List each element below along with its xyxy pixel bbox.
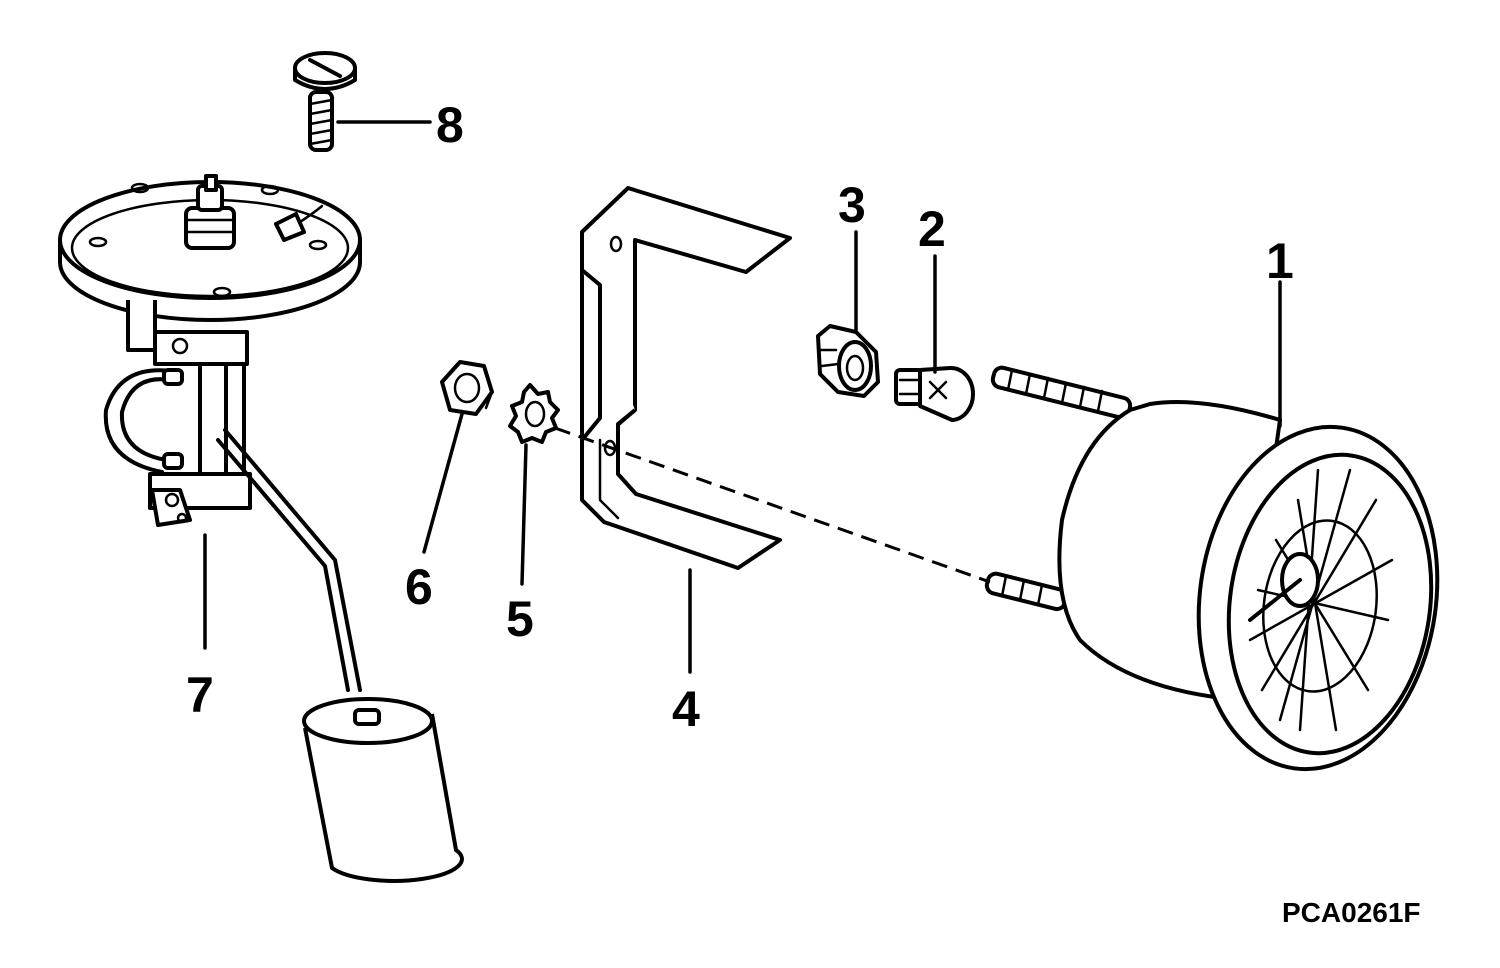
part-2-bulb: [894, 365, 975, 422]
figure-code: PCA0261F: [1282, 897, 1421, 928]
part-4-bracket: [580, 186, 792, 570]
part-3-bulb-socket: [816, 324, 880, 398]
part-1-fuel-gauge: [984, 365, 1440, 772]
assembly-line: [554, 426, 991, 584]
callout-4: 4: [672, 681, 700, 737]
part-8-screw: [293, 51, 357, 152]
part-6-hex-nut: [440, 360, 494, 416]
callout-2: 2: [918, 201, 946, 257]
callout-3: 3: [838, 177, 866, 233]
part-5-lock-washer: [508, 383, 560, 444]
callout-6: 6: [405, 559, 433, 615]
callout-8: 8: [436, 97, 464, 153]
callout-1: 1: [1266, 233, 1294, 289]
callout-5: 5: [506, 591, 534, 647]
leader-lines: [203, 120, 1282, 674]
part-7-fuel-sender: [58, 174, 464, 883]
callout-7: 7: [186, 667, 214, 723]
